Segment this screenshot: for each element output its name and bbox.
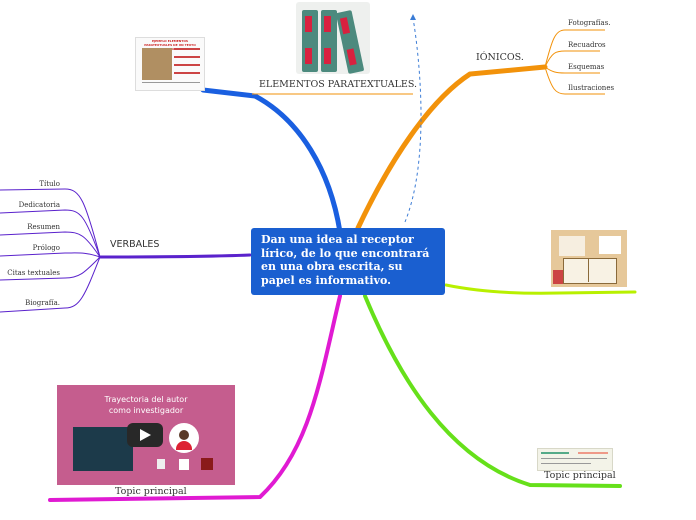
note-thumbnail-image	[537, 448, 613, 471]
avatar-icon	[169, 423, 199, 453]
branch-paratextual-line	[203, 90, 340, 232]
branch-verbal-line	[100, 255, 250, 257]
central-topic[interactable]: Dan una idea al receptor lírico, de lo q…	[251, 228, 445, 295]
note-topic-label[interactable]: Topic principal	[544, 470, 616, 481]
iconic-item-fotografias: Fotografías.	[568, 19, 611, 27]
verbal-item-dedicatoria: Dedicatoria	[19, 201, 60, 209]
paratextual-label: ELEMENTOS PARATEXTUALES.	[259, 79, 417, 90]
verbal-item-prologo: Prólogo	[33, 244, 60, 252]
book-illustration-image	[551, 230, 627, 287]
iconic-item-ilustraciones: Ilustraciones	[568, 84, 614, 92]
verbal-item-resumen: Resumen	[27, 223, 60, 231]
video-topic-label[interactable]: Topic principal	[115, 486, 187, 497]
branch-binders-dashed-line	[405, 18, 421, 222]
play-icon[interactable]	[127, 423, 163, 447]
paratextual-example-image: EJEMPLO ELEMENTOS PARATEXTUALES DE UN TE…	[135, 37, 205, 91]
iconic-item-recuadros: Recuadros	[568, 41, 606, 49]
iconic-label: IÓNICOS.	[476, 52, 524, 63]
branch-iconic-line	[358, 67, 545, 228]
verbal-item-titulo: Título	[39, 180, 60, 188]
verbal-item-citas: Citas textuales	[7, 269, 60, 277]
verbal-item-biografia: Biografía.	[25, 299, 60, 307]
verbal-label: VERBALES	[110, 239, 159, 250]
binders-image	[296, 2, 370, 74]
iconic-item-esquemas: Esquemas	[568, 63, 604, 71]
